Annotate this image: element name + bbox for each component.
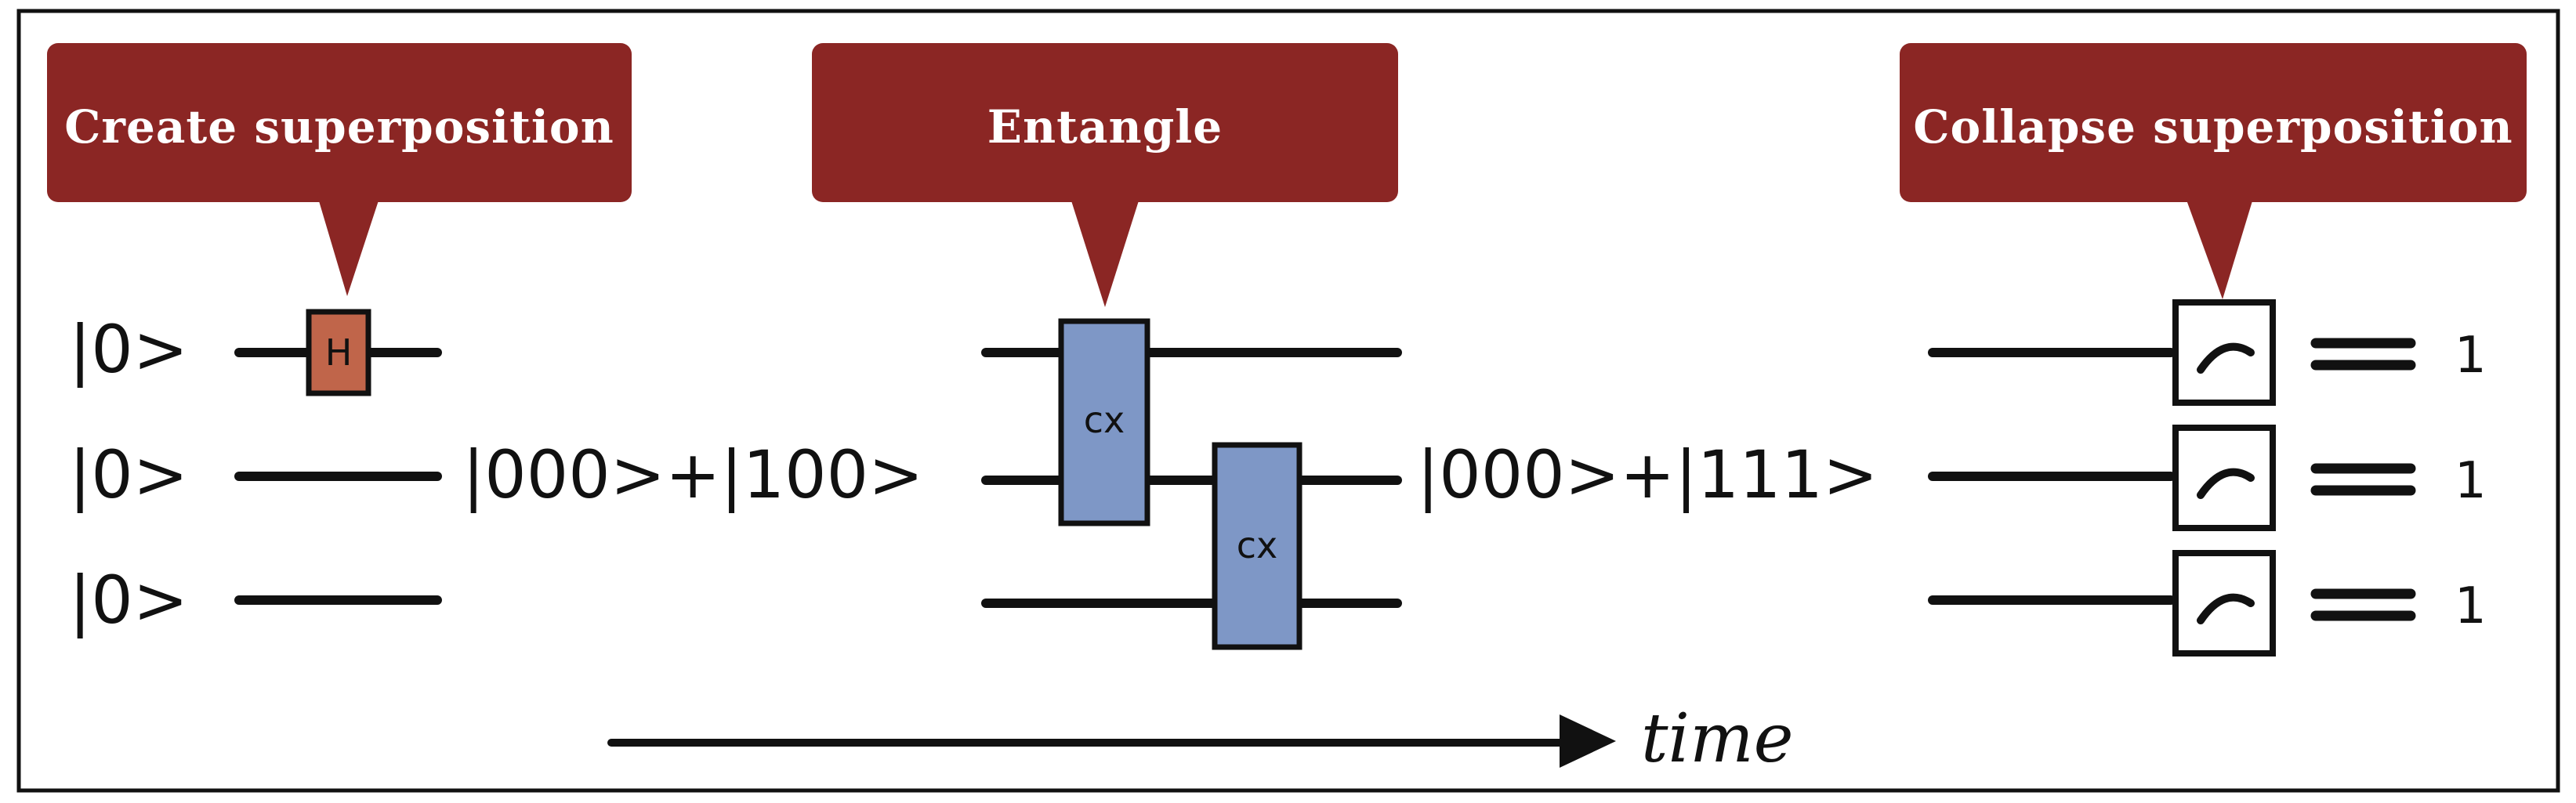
- meter-icon: [2172, 425, 2276, 531]
- qubit-2-initial-state: |0>: [69, 562, 188, 638]
- qubit-0-initial-state: |0>: [69, 311, 188, 388]
- callout-label: Create superposition: [64, 100, 614, 154]
- arrow-right-icon: [1560, 714, 1616, 768]
- measurement-result-qubit-2: 1: [2455, 577, 2487, 635]
- cx-gate-2-label: cx: [1237, 524, 1278, 566]
- meter-needle: [2197, 342, 2255, 374]
- cx-gate-1: cx: [1058, 318, 1150, 526]
- measurement-qubit-0: [2172, 299, 2276, 406]
- cx-gate-1-box: [1058, 318, 1150, 526]
- callout-create-superposition: Create superposition: [47, 43, 632, 296]
- callout-collapse-superposition: Collapse superposition: [1900, 43, 2527, 299]
- hadamard-gate-label: H: [325, 331, 353, 374]
- qubit-1-initial-state: |0>: [69, 436, 188, 513]
- cx-gate-2: cx: [1212, 442, 1302, 650]
- measurement-result-qubit-1: 1: [2455, 452, 2487, 510]
- cx-gate-1-label: cx: [1084, 399, 1125, 441]
- cx-gate-2-box: [1212, 442, 1302, 650]
- meter-needle: [2197, 468, 2255, 499]
- time-axis-label: time: [1641, 700, 1794, 778]
- callout-box: [47, 43, 632, 202]
- state-after-entangle: |000>+|111>: [1417, 436, 1878, 513]
- measurement-qubit-1: [2172, 425, 2276, 531]
- callout-pointer: [2185, 196, 2254, 299]
- callout-label: Entangle: [987, 100, 1223, 154]
- hadamard-gate-box: [306, 309, 371, 396]
- callout-pointer: [317, 196, 380, 296]
- measurement-result-qubit-0: 1: [2455, 327, 2487, 385]
- callout-entangle: Entangle: [812, 43, 1398, 307]
- time-axis: time: [607, 700, 1794, 778]
- hadamard-gate: H: [306, 309, 371, 396]
- measurement-qubit-2: [2172, 550, 2276, 657]
- meter-needle: [2197, 593, 2255, 624]
- callout-box: [1900, 43, 2527, 202]
- callout-label: Collapse superposition: [1913, 100, 2513, 154]
- state-after-hadamard: |000>+|100>: [462, 436, 923, 513]
- callout-pointer: [1070, 196, 1140, 307]
- callout-box: [812, 43, 1398, 202]
